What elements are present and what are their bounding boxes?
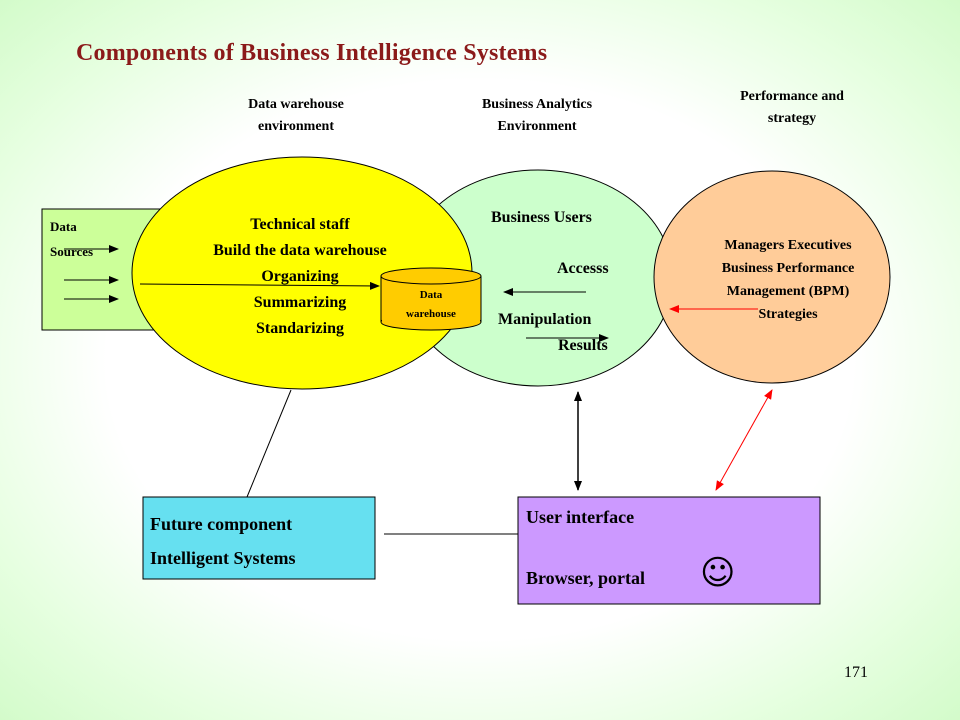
dw-env-items: Technical staff Build the data warehouse… <box>160 212 440 342</box>
business-users-label: Business Users <box>491 209 592 226</box>
dw-item-technical-staff: Technical staff <box>250 216 350 233</box>
access-label: Accesss <box>557 260 609 277</box>
bpm-line-2: Business Performance <box>721 261 855 276</box>
ba-environment-label: Business Analytics Environment <box>437 94 637 138</box>
user-interface-box <box>517 496 821 605</box>
browser-portal-label: Browser, portal <box>526 568 645 588</box>
data-sources-line-2: Sources <box>50 244 94 259</box>
smiley-icon: ☺ <box>700 553 736 593</box>
bpm-ellipse <box>653 170 891 384</box>
into-warehouse-arrow <box>139 281 380 290</box>
data-sources-line-1: Data <box>50 219 77 234</box>
dw-store-line-1: Data <box>419 289 443 301</box>
perf-line-1: Performance and <box>740 89 844 104</box>
ba-env-line-2: Environment <box>497 119 577 134</box>
dw-future-connector <box>246 389 292 498</box>
dw-item-summarizing: Summarizing <box>253 294 347 311</box>
future-component-line-1: Future component <box>150 514 293 534</box>
bpm-items: Managers Executives Business Performance… <box>668 234 908 326</box>
page-number: 171 <box>844 664 868 681</box>
performance-strategy-label: Performance and strategy <box>692 86 892 130</box>
data-sources-label: Data Sources <box>50 214 93 264</box>
dw-item-build: Build the data warehouse <box>213 242 387 259</box>
ba-env-line-1: Business Analytics <box>481 97 593 112</box>
data-warehouse-cylinder <box>380 267 482 331</box>
bpm-line-4: Strategies <box>758 307 818 322</box>
manipulation-label: Manipulation <box>498 311 592 328</box>
future-component-box <box>142 496 376 580</box>
dw-environment-label: Data warehouse environment <box>196 94 396 138</box>
bpm-line-1: Managers Executives <box>724 238 852 253</box>
dw-item-organizing: Organizing <box>261 268 339 285</box>
slide-title: Components of Business Intelligence Syst… <box>76 40 548 66</box>
dw-env-line-1: Data warehouse <box>248 97 344 112</box>
dw-item-standarizing: Standarizing <box>255 320 344 337</box>
dw-store-line-2: warehouse <box>406 308 456 320</box>
data-warehouse-label: Data warehouse <box>383 286 479 324</box>
perf-line-2: strategy <box>767 111 817 126</box>
user-interface-label: User interface <box>526 507 635 527</box>
dw-env-line-2: environment <box>258 119 334 134</box>
results-label: Results <box>558 337 608 354</box>
bpm-ui-red-double-arrow <box>715 389 773 491</box>
future-component-line-2: Intelligent Systems <box>150 548 296 568</box>
future-component-text: Future component Intelligent Systems <box>150 507 296 575</box>
bpm-line-3: Management (BPM) <box>726 284 850 299</box>
